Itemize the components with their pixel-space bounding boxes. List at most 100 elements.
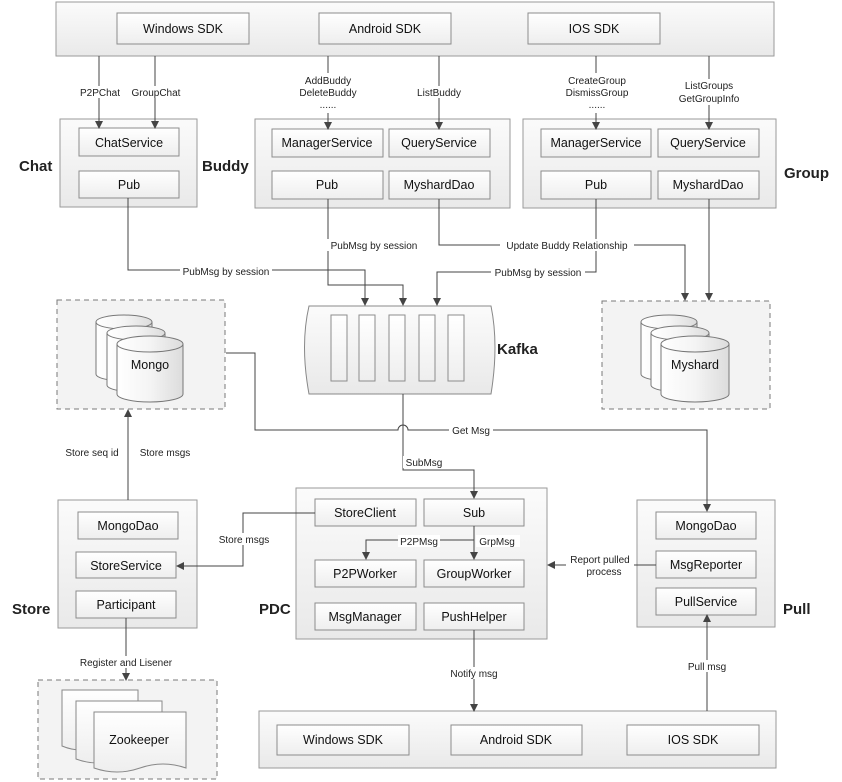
top-sdk-bar: Windows SDK Android SDK IOS SDK [55,1,775,57]
msgmanager-box: MsgManager [314,602,417,631]
p2pworker-label: P2PWorker [333,567,397,581]
storeclient-label: StoreClient [334,506,396,520]
group-queryservice-label: QueryService [670,136,746,150]
buddy-pub-box: Pub [271,170,384,200]
msgmanager-label: MsgManager [329,610,402,624]
label-update-buddy: Update Buddy Relationship [506,241,628,252]
group-title: Group [784,165,829,182]
buddy-queryservice-label: QueryService [401,136,477,150]
top-android-sdk-label: Android SDK [349,22,422,36]
label-addbuddy: AddBuddy [305,76,351,87]
group-pub-box: Pub [540,170,652,200]
groupworker-label: GroupWorker [437,567,512,581]
pull-mongodao-label: MongoDao [675,519,736,533]
pdc-module: StoreClient Sub P2PWorker GroupWorker Ms… [295,487,548,640]
top-android-sdk: Android SDK [318,12,452,45]
myshard-label: Myshard [671,358,719,372]
groupworker-box: GroupWorker [423,559,525,588]
chat-pub-label: Pub [118,178,140,192]
buddy-managerservice-label: ManagerService [281,136,372,150]
edge-get-msg [226,352,711,512]
chatservice-label: ChatService [95,136,163,150]
store-mongodao-label: MongoDao [97,519,158,533]
label-store-msgs: Store msgs [219,535,270,546]
edge-labels: P2PChat GroupChat AddBuddy DeleteBuddy .… [65,73,746,680]
pdc-title: PDC [259,601,291,618]
bottom-windows-sdk-label: Windows SDK [303,733,384,747]
sub-label: Sub [463,506,485,520]
label-group-more: ...... [589,100,606,111]
label-store-seq: Store seq id [65,448,118,459]
bottom-sdk-bar: Windows SDK Android SDK IOS SDK [258,710,777,769]
label-getgroupinfo: GetGroupInfo [679,94,740,105]
participant-box: Participant [75,590,177,619]
label-grpmsg: GrpMsg [479,537,515,548]
top-ios-sdk: IOS SDK [527,12,661,45]
myshard-database-icon [640,314,730,403]
label-p2pmsg: P2PMsg [400,537,438,548]
zookeeper-documents-icon [61,689,187,773]
label-dismissgroup: DismissGroup [566,88,629,99]
kafka-title: Kafka [497,341,539,358]
group-managerservice-box: ManagerService [540,128,652,158]
pull-mongodao-box: MongoDao [655,511,757,540]
mongo-store: Mongo [56,299,226,410]
msgreporter-box: MsgReporter [655,550,757,579]
msgreporter-label: MsgReporter [670,558,742,572]
myshard-store: Myshard [601,300,771,410]
label-submsg: SubMsg [406,458,443,469]
buddy-module: ManagerService QueryService Pub MyshardD… [254,118,511,209]
buddy-pub-label: Pub [316,178,338,192]
chat-title: Chat [19,158,52,175]
label-pubmsg-chat: PubMsg by session [183,267,270,278]
label-listbuddy: ListBuddy [417,88,461,99]
label-deletebuddy: DeleteBuddy [299,88,356,99]
pull-title: Pull [783,601,811,618]
pullservice-label: PullService [675,595,738,609]
edge-group-pub-kafka [433,199,597,306]
label-groupchat: GroupChat [132,88,181,99]
bottom-android-sdk: Android SDK [450,724,583,756]
buddy-queryservice-box: QueryService [388,128,491,158]
top-windows-sdk: Windows SDK [116,12,250,45]
bottom-windows-sdk: Windows SDK [276,724,410,756]
mongo-database-icon [95,314,184,403]
group-queryservice-box: QueryService [657,128,760,158]
label-pubmsg-group: PubMsg by session [495,268,582,279]
label-store-msgs-up: Store msgs [140,448,191,459]
buddy-myshardddao-label: MyshardDao [404,178,475,192]
kafka-queue [304,305,496,395]
bottom-ios-sdk: IOS SDK [626,724,760,756]
edge-chat-pub-kafka [127,198,369,306]
buddy-managerservice-box: ManagerService [271,128,384,158]
pushhelper-box: PushHelper [423,602,525,631]
store-module: MongoDao StoreService Participant [57,499,198,629]
chatservice-box: ChatService [78,127,180,157]
label-report-pulled-2: process [586,567,621,578]
storeclient-box: StoreClient [314,498,417,527]
label-buddy-more: ...... [320,100,337,111]
sub-box: Sub [423,498,525,527]
group-pub-label: Pub [585,178,607,192]
bottom-ios-sdk-label: IOS SDK [668,733,719,747]
label-pull-msg: Pull msg [688,662,726,673]
label-p2pchat: P2PChat [80,88,120,99]
buddy-myshardddao-box: MyshardDao [388,170,491,200]
store-mongodao-box: MongoDao [77,511,179,540]
edge-submsg [402,394,478,499]
pullservice-box: PullService [655,587,757,616]
storeservice-box: StoreService [75,551,177,579]
top-windows-sdk-label: Windows SDK [143,22,224,36]
chat-module: ChatService Pub [59,118,198,208]
participant-label: Participant [96,598,156,612]
label-report-pulled-1: Report pulled [570,555,629,566]
label-listgroups: ListGroups [685,81,733,92]
buddy-title: Buddy [202,158,249,175]
label-pubmsg-buddy: PubMsg by session [331,241,418,252]
top-ios-sdk-label: IOS SDK [569,22,620,36]
label-register: Register and Lisener [80,658,173,669]
zookeeper-label: Zookeeper [109,733,169,747]
label-notify: Notify msg [450,669,497,680]
pull-module: MongoDao MsgReporter PullService [636,499,776,628]
group-myshardddao-label: MyshardDao [673,178,744,192]
